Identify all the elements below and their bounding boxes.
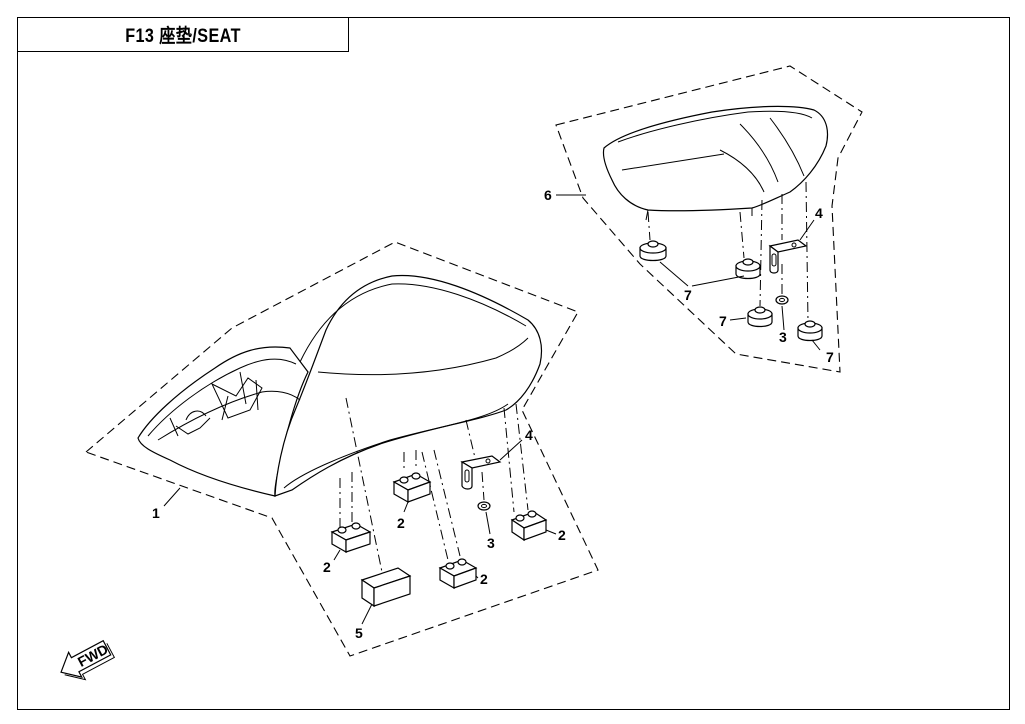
rubber-block-3: [438, 558, 478, 590]
bracket-rear: [768, 239, 808, 274]
drawing-frame: [17, 17, 1010, 710]
callout-6: 6: [544, 187, 552, 203]
rear-seat-group-outline: [555, 65, 863, 373]
title-box: F13 座垫/SEAT: [17, 17, 349, 52]
bracket-front: [460, 455, 502, 490]
nut-rear: [775, 295, 789, 305]
callout-leaders: [163, 194, 821, 625]
assembly-leaders: [339, 181, 809, 573]
rubber-block-1: [330, 522, 372, 554]
callout-7: 7: [719, 313, 727, 329]
rear-seat: [602, 105, 829, 221]
callout-7: 7: [826, 349, 834, 365]
rubber-block-2: [392, 472, 432, 504]
callout-4: 4: [815, 205, 823, 221]
bumper-3: [747, 306, 773, 328]
callout-5: 5: [355, 625, 363, 641]
bumper-2: [735, 258, 761, 280]
front-seat: [137, 274, 543, 497]
callout-2: 2: [558, 527, 566, 543]
callout-2: 2: [323, 559, 331, 575]
fwd-label: FWD: [75, 641, 111, 670]
fwd-arrow-icon: FWD: [60, 639, 116, 681]
bumper-4: [797, 320, 823, 342]
callout-3: 3: [779, 329, 787, 345]
front-seat-group-outline: [84, 241, 599, 657]
callout-1: 1: [152, 505, 160, 521]
callout-7: 7: [684, 287, 692, 303]
callout-3: 3: [487, 535, 495, 551]
callout-2: 2: [397, 515, 405, 531]
page-title: F13 座垫/SEAT: [125, 26, 241, 47]
nut-front: [477, 501, 491, 511]
foam-pad: [360, 567, 412, 608]
callout-4: 4: [525, 427, 533, 443]
rubber-block-4: [510, 510, 548, 542]
bumper-1: [639, 240, 667, 262]
callout-2: 2: [480, 571, 488, 587]
